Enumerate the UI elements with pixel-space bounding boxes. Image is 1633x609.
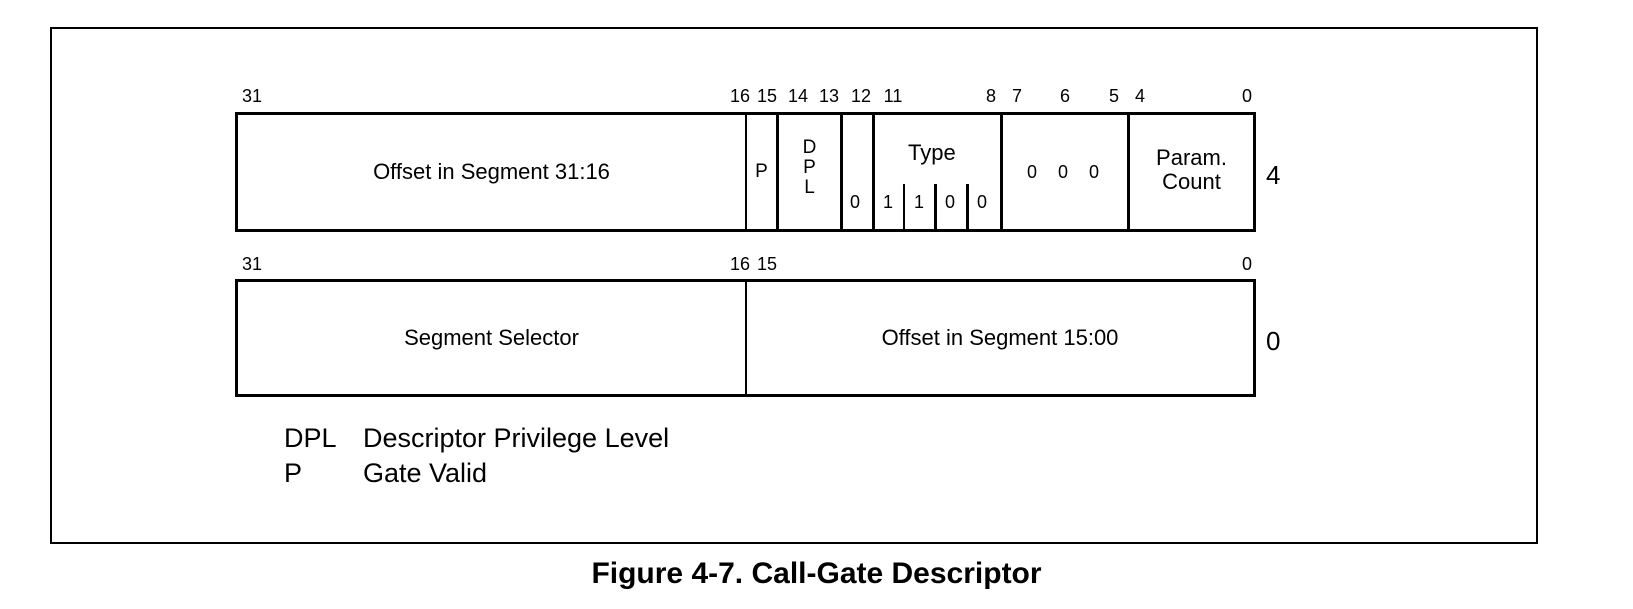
divider <box>1000 112 1003 232</box>
bit-16: 16 <box>729 254 751 274</box>
bit-15: 15 <box>756 254 778 274</box>
type-bit-10: 1 <box>914 192 925 212</box>
zero-bit-5: 0 <box>1089 162 1100 182</box>
legend-abbr-dpl: DPL <box>284 423 337 453</box>
bit-15: 15 <box>756 86 778 106</box>
bit-5: 5 <box>1108 86 1120 106</box>
bit-4: 4 <box>1134 86 1146 106</box>
bit-0: 0 <box>1241 86 1253 106</box>
bit-0: 0 <box>1241 254 1253 274</box>
figure-frame <box>50 27 1538 544</box>
type-bit-8: 0 <box>977 192 988 212</box>
dpl-letter: D <box>802 137 817 158</box>
bit-31: 31 <box>241 254 263 274</box>
bit-11: 11 <box>883 86 903 106</box>
divider <box>1127 112 1130 232</box>
p-field: P <box>755 161 768 182</box>
offset-low-field: Offset in Segment 15:00 <box>881 325 1119 350</box>
divider <box>872 112 875 232</box>
byte-offset-0: 0 <box>1266 326 1281 356</box>
bit-31: 31 <box>241 86 263 106</box>
legend-text-dpl: Descriptor Privilege Level <box>363 423 670 453</box>
legend-abbr-p: P <box>284 458 303 488</box>
bit-8: 8 <box>985 86 997 106</box>
type-bit-divider <box>934 184 937 232</box>
dpl-letter: P <box>803 157 816 178</box>
divider <box>745 279 747 397</box>
bit-16: 16 <box>729 86 751 106</box>
divider <box>745 112 747 232</box>
zero-bit-7: 0 <box>1027 162 1038 182</box>
type-bit-divider <box>966 184 969 232</box>
type-label: Type <box>908 140 956 165</box>
param-count-field: Param. Count <box>1130 146 1253 194</box>
dpl-field: D P L <box>779 138 840 198</box>
segment-selector-field: Segment Selector <box>404 325 579 350</box>
row1-bit-numbers: 31 16 15 14 13 12 11 8 7 6 5 4 0 <box>0 86 1633 114</box>
bit-13: 13 <box>818 86 840 106</box>
legend-text-p: Gate Valid <box>363 458 488 488</box>
type-bit-9: 0 <box>945 192 956 212</box>
row2-bit-numbers: 31 16 15 0 <box>0 254 1633 282</box>
param-count-line: Param. <box>1156 145 1227 170</box>
type-bit-divider <box>903 184 905 232</box>
divider <box>840 112 843 232</box>
type-bit-11: 1 <box>883 192 894 212</box>
zero-bit-6: 0 <box>1058 162 1069 182</box>
bit-12: 12 <box>850 86 872 106</box>
divider <box>776 112 779 232</box>
param-count-line: Count <box>1162 169 1221 194</box>
byte-offset-4: 4 <box>1266 160 1281 190</box>
offset-high-field: Offset in Segment 31:16 <box>373 159 610 184</box>
dpl-letter: L <box>804 177 815 198</box>
bit-7: 7 <box>1011 86 1023 106</box>
bit-6: 6 <box>1059 86 1071 106</box>
bit-14: 14 <box>787 86 809 106</box>
bit12-value: 0 <box>850 192 861 212</box>
figure-caption: Figure 4-7. Call-Gate Descriptor <box>591 557 1042 590</box>
